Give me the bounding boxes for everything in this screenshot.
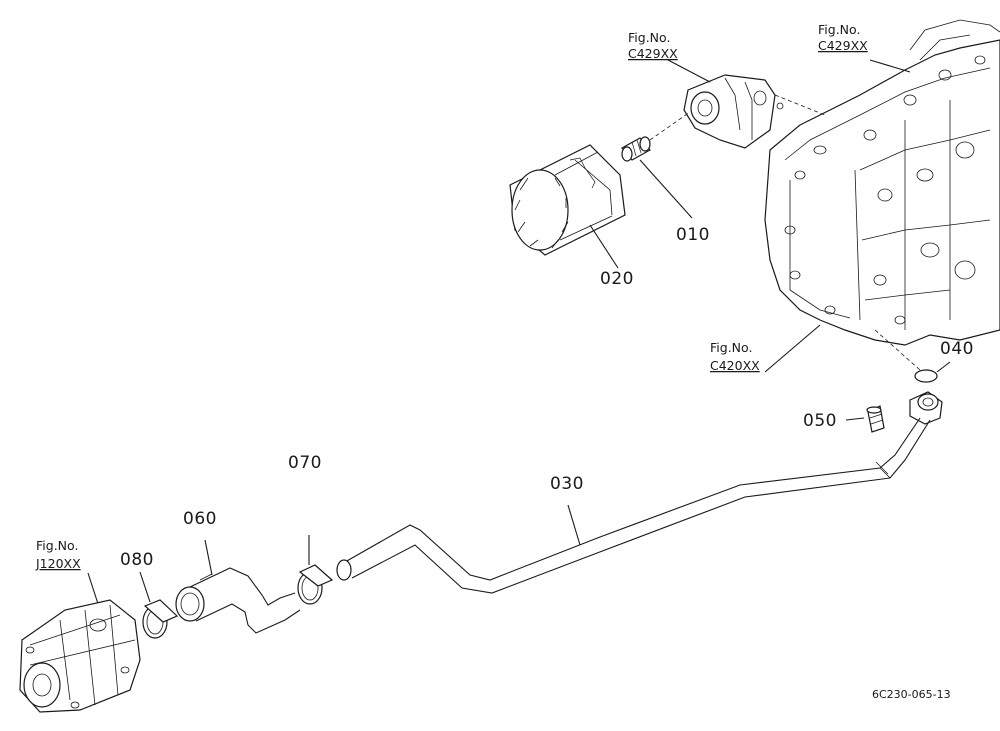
part-040-o-ring	[874, 329, 951, 383]
label-080: 080	[120, 550, 154, 570]
ref-right-mid-code: C420XX	[710, 358, 760, 373]
part-070-clamp	[297, 535, 334, 605]
part-020-oil-filter	[509, 144, 626, 269]
label-070: 070	[288, 453, 322, 473]
part-080-clamp	[139, 571, 179, 639]
ref-top-center-title: Fig.No.	[628, 30, 670, 45]
part-010-nipple	[621, 111, 693, 219]
ref-left-code: J120XX	[35, 556, 81, 571]
filter-head-bracket	[683, 74, 826, 149]
part-030-pipe	[336, 391, 943, 594]
label-010: 010	[676, 225, 710, 245]
ref-top-right-code: C429XX	[818, 38, 868, 53]
part-050-plug	[845, 405, 885, 433]
ref-top-right-title: Fig.No.	[818, 22, 860, 37]
ref-top-center-code: C429XX	[628, 46, 678, 61]
part-060-hose	[175, 539, 301, 634]
ref-top-right-leader	[869, 59, 911, 73]
ref-right-mid-title: Fig.No.	[710, 340, 752, 355]
label-040: 040	[940, 339, 974, 359]
figure-code: 6C230-065-13	[872, 688, 951, 701]
label-050: 050	[803, 411, 837, 431]
label-020: 020	[600, 269, 634, 289]
hydraulic-pump	[19, 599, 141, 713]
label-060: 060	[183, 509, 217, 529]
ref-top-center-leader	[667, 59, 711, 83]
transmission-housing	[764, 19, 1000, 346]
ref-right-mid-leader	[764, 324, 821, 373]
ref-left-title: Fig.No.	[36, 538, 78, 553]
label-030: 030	[550, 474, 584, 494]
